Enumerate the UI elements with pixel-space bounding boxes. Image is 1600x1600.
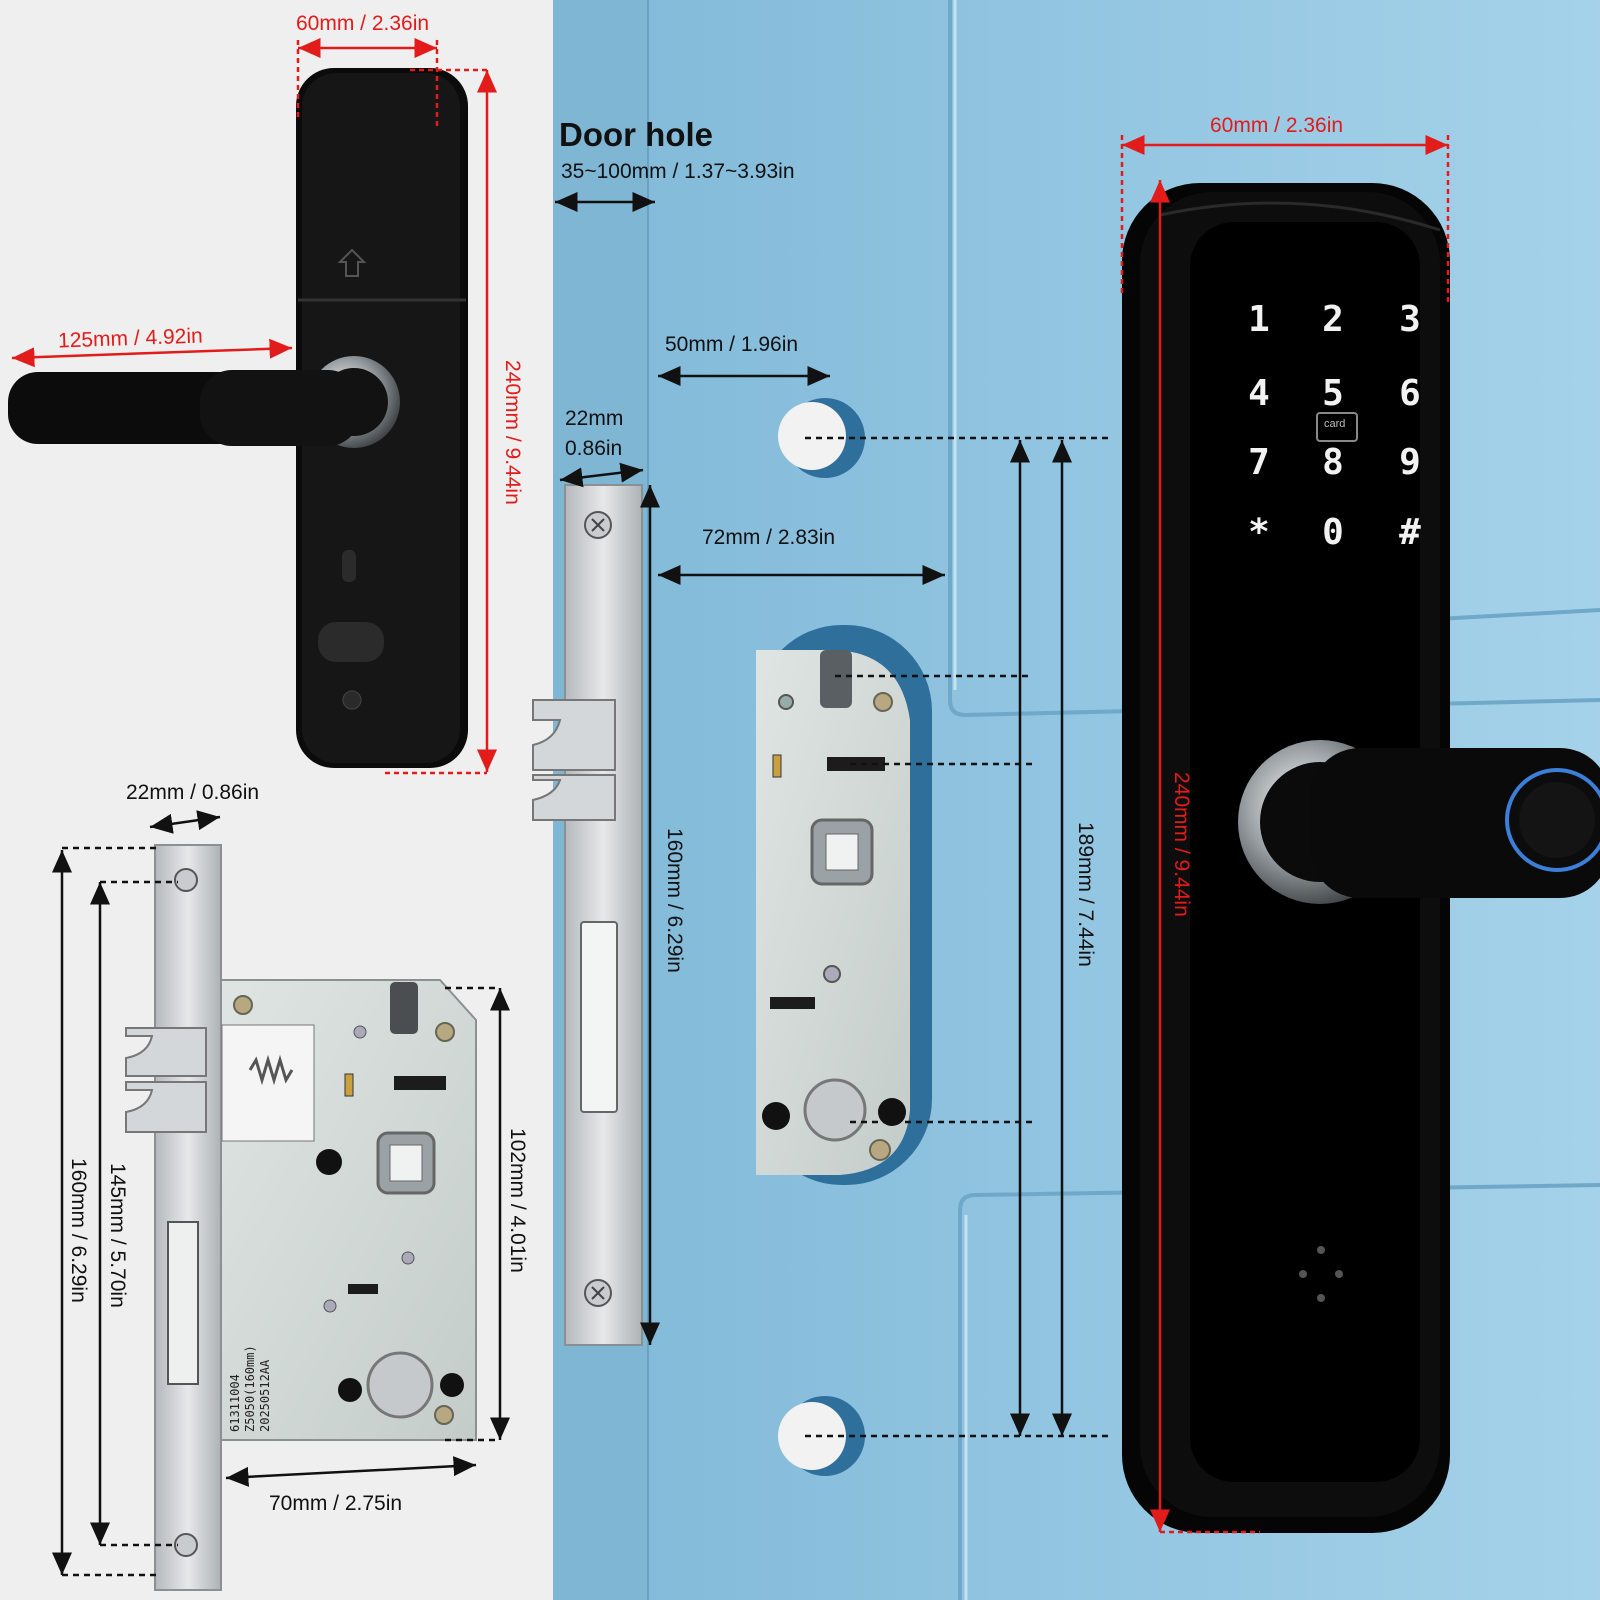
- door-hole-range: 35~100mm / 1.37~3.93in: [561, 160, 795, 183]
- key-5[interactable]: 5: [1322, 373, 1344, 414]
- dim-mortise-screw-spacing: 145mm / 5.70in: [106, 1163, 129, 1308]
- card-reader-label: card: [1324, 418, 1346, 430]
- key-star[interactable]: *: [1248, 512, 1270, 553]
- stamp-line-3: 20250512AA: [258, 1359, 272, 1432]
- mortise-pocket: [756, 625, 932, 1185]
- key-2[interactable]: 2: [1322, 299, 1344, 340]
- key-9[interactable]: 9: [1399, 442, 1421, 483]
- dim-strike-width-1: 22mm: [565, 407, 624, 430]
- key-6[interactable]: 6: [1399, 373, 1421, 414]
- dim-hole-spacing-72: 72mm / 2.83in: [702, 526, 836, 549]
- dim-handle-width-left: 60mm / 2.36in: [296, 12, 430, 35]
- dim-handle-width-right: 60mm / 2.36in: [1210, 114, 1344, 137]
- dim-case-width: 70mm / 2.75in: [269, 1492, 403, 1515]
- strike-plate: [532, 484, 643, 1346]
- dim-screw-spacing-189: 189mm / 7.44in: [1074, 822, 1097, 967]
- door-hole-title: Door hole: [559, 116, 713, 153]
- mortise-lock-body: [125, 844, 477, 1591]
- dim-handle-height-left: 240mm / 9.44in: [501, 360, 524, 505]
- key-0[interactable]: 0: [1322, 512, 1344, 553]
- right-handle-body: [1122, 183, 1600, 1533]
- dim-strike-height: 160mm / 6.29in: [663, 828, 686, 973]
- red-dimension-lines: [11, 38, 1450, 1534]
- dim-case-height: 102mm / 4.01in: [506, 1128, 529, 1273]
- key-3[interactable]: 3: [1399, 299, 1421, 340]
- door-hole-top: [778, 398, 865, 478]
- key-4[interactable]: 4: [1248, 373, 1270, 414]
- black-dimension-lines: [52, 192, 1108, 1577]
- dim-handle-height-right: 240mm / 9.44in: [1170, 772, 1193, 917]
- mortise-stamp: 61311004 Z5050(160mm) 20250512AA: [228, 1345, 273, 1432]
- left-handle-body: [8, 68, 468, 768]
- dim-strike-width-2: 0.86in: [565, 437, 623, 460]
- stamp-line-1: 61311004: [228, 1374, 242, 1432]
- key-1[interactable]: 1: [1248, 299, 1270, 340]
- key-hash[interactable]: #: [1399, 512, 1421, 553]
- door-hole-bottom: [778, 1396, 865, 1476]
- key-7[interactable]: 7: [1248, 442, 1270, 483]
- stamp-line-2: Z5050(160mm): [243, 1345, 257, 1432]
- dim-faceplate-height: 160mm / 6.29in: [67, 1158, 90, 1303]
- dim-hole-spacing-50: 50mm / 1.96in: [665, 333, 799, 356]
- dim-backset-width: 22mm / 0.86in: [126, 781, 260, 804]
- key-8[interactable]: 8: [1322, 442, 1344, 483]
- dim-lever-length: 125mm / 4.92in: [57, 324, 204, 353]
